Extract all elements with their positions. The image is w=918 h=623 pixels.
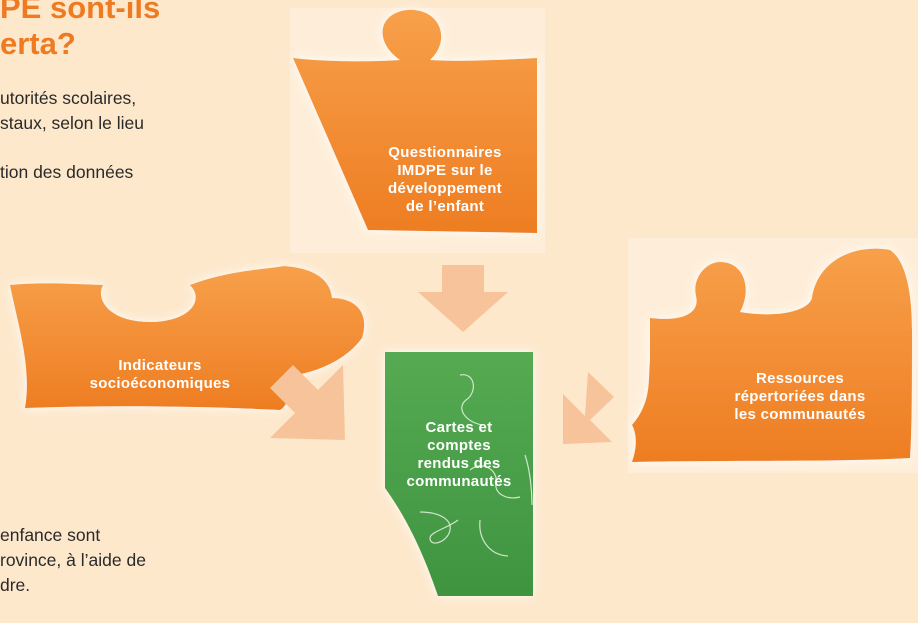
- indicators-line-1: Indicateurs: [118, 357, 202, 374]
- heading-line-2: erta?: [0, 26, 76, 61]
- questionnaires-line-2: IMDPE sur le: [397, 162, 493, 179]
- questionnaires-label: Questionnaires IMDPE sur le développemen…: [350, 144, 540, 216]
- bottom-line-2: rovince, à l’aide de: [0, 550, 146, 570]
- questionnaires-line-4: de l’enfant: [405, 198, 485, 215]
- heading-line-1: PE sont-ils: [0, 0, 161, 25]
- questionnaires-line-3: développement: [388, 180, 502, 197]
- intro-line-2: staux, selon le lieu: [0, 113, 144, 133]
- green-piece-cut-lines: [419, 374, 533, 557]
- maps-line-3: rendus des: [417, 455, 501, 472]
- arrow-down: [418, 265, 508, 332]
- section-heading: PE sont-ils erta?: [0, 0, 160, 62]
- maps-line-2: comptes: [427, 437, 491, 454]
- puzzle-piece-questionnaires: [293, 9, 537, 234]
- indicators-line-2: socioéconomiques: [89, 375, 231, 392]
- resources-label: Ressources répertoriées dans les communa…: [700, 370, 900, 424]
- indicators-label: Indicateurs socioéconomiques: [60, 357, 260, 393]
- questionnaires-line-1: Questionnaires: [388, 144, 502, 161]
- resources-line-1: Ressources: [755, 370, 845, 387]
- puzzle-piece-indicators: [10, 266, 365, 410]
- bottom-paragraph: enfance sont rovince, à l’aide de dre.: [0, 523, 146, 598]
- resources-line-2: répertoriées dans: [734, 388, 866, 405]
- puzzle-piece-resources: [632, 248, 912, 462]
- maps-line-1: Cartes et: [425, 419, 493, 436]
- puzzle-piece-maps: [385, 352, 533, 596]
- intro-line-1: utorités scolaires,: [0, 88, 137, 108]
- arrow-diagonal-right: [563, 372, 614, 444]
- intro-paragraph: utorités scolaires, staux, selon le lieu…: [0, 86, 144, 185]
- maps-line-4: communautés: [406, 473, 512, 490]
- bottom-line-1: enfance sont: [0, 525, 101, 545]
- resources-line-3: les communautés: [734, 406, 866, 423]
- intro-line-3: tion des données: [0, 162, 134, 182]
- bottom-line-3: dre.: [0, 575, 31, 595]
- arrow-diagonal-left: [270, 365, 345, 440]
- maps-label: Cartes et comptes rendus des communautés: [386, 419, 532, 491]
